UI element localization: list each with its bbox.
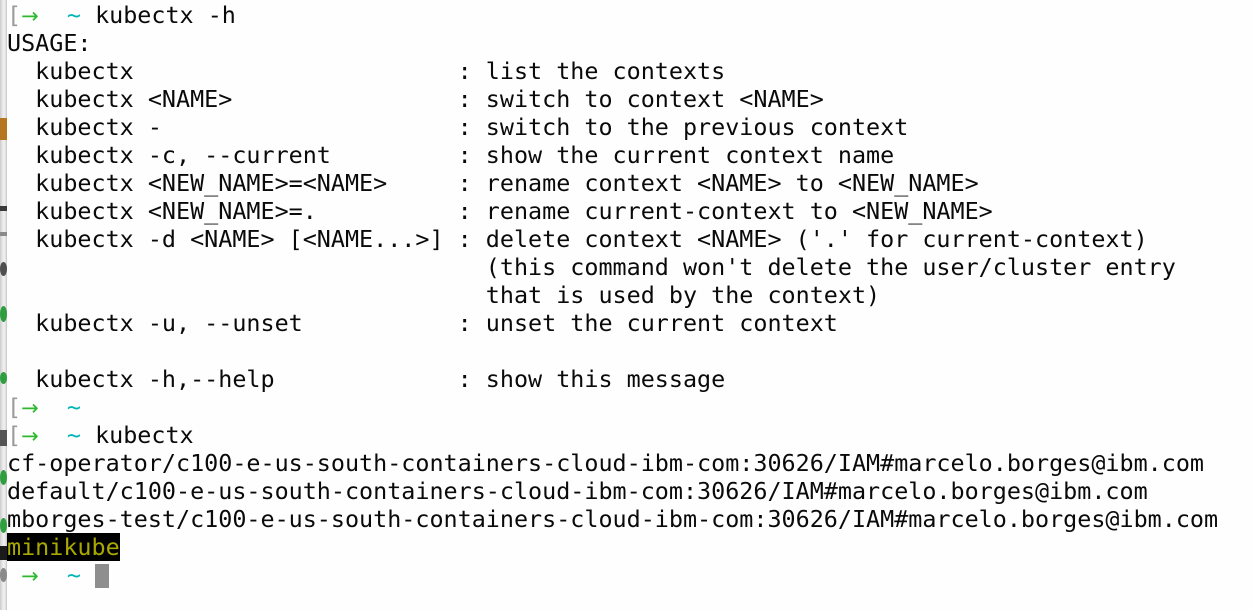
terminal-prompt-line: [→ ~ kubectx: [7, 421, 1252, 449]
prompt-cwd: ~: [66, 421, 81, 449]
prompt-arrow-icon: →: [21, 396, 39, 420]
terminal-output-text: mborges-test/c100-e-us-south-containers-…: [7, 505, 1219, 533]
background-window-sliver[interactable]: [0, 0, 7, 610]
terminal-prompt-line: [→ ~: [7, 393, 1252, 421]
terminal-output-text: USAGE:: [7, 29, 92, 57]
prompt-gap: [39, 421, 67, 449]
sliver-fragment: [0, 306, 7, 322]
prompt-gap: [39, 1, 67, 29]
terminal-output-line: that is used by the context): [7, 281, 1252, 309]
sliver-fragment: [0, 430, 7, 446]
terminal-output-text: cf-operator/c100-e-us-south-containers-c…: [7, 449, 1204, 477]
terminal-command-text: kubectx -h: [95, 1, 236, 29]
prompt-gap: [39, 561, 67, 589]
terminal-output-text: that is used by the context): [7, 281, 881, 309]
terminal-output-line: kubectx <NAME> : switch to context <NAME…: [7, 85, 1252, 113]
terminal-command-text: kubectx: [95, 421, 194, 449]
sliver-fragment: [0, 262, 7, 276]
prompt-gap: [81, 1, 95, 29]
terminal-output-line: mborges-test/c100-e-us-south-containers-…: [7, 505, 1252, 533]
terminal-output-line: kubectx -d <NAME> [<NAME...>] : delete c…: [7, 225, 1252, 253]
terminal-output-text: kubectx : list the contexts: [7, 57, 726, 85]
sliver-fragment: [0, 118, 7, 140]
terminal-output-line: minikube: [7, 533, 1252, 561]
prompt-cwd: ~: [66, 393, 81, 421]
current-context-highlight: minikube: [7, 533, 120, 561]
sliver-fragment: [0, 518, 7, 533]
terminal-output-line: kubectx - : switch to the previous conte…: [7, 113, 1252, 141]
terminal-output-text: kubectx <NEW_NAME>=. : rename current-co…: [7, 197, 993, 225]
terminal-output-line: kubectx : list the contexts: [7, 57, 1252, 85]
sliver-fragment: [0, 470, 7, 485]
prompt-cwd: ~: [66, 1, 81, 29]
prompt-gap: [39, 393, 67, 421]
prompt-indent: [7, 561, 21, 589]
terminal-prompt-line: → ~: [7, 561, 1252, 589]
terminal-output-line: kubectx -c, --current : show the current…: [7, 141, 1252, 169]
terminal-output-line: cf-operator/c100-e-us-south-containers-c…: [7, 449, 1252, 477]
prompt-cwd: ~: [66, 561, 81, 589]
terminal-output-text: kubectx -c, --current : show the current…: [7, 141, 895, 169]
terminal-output-text: kubectx - : switch to the previous conte…: [7, 113, 909, 141]
sliver-fragment: [0, 206, 7, 211]
terminal-output-text: (this command won't delete the user/clus…: [7, 253, 1176, 281]
terminal-output-text: default/c100-e-us-south-containers-cloud…: [7, 477, 1148, 505]
sliver-fragment: [0, 546, 7, 560]
terminal-output-text: kubectx -u, --unset : unset the current …: [7, 309, 838, 337]
terminal-output-line: kubectx <NEW_NAME>=<NAME> : rename conte…: [7, 169, 1252, 197]
terminal-output-line: kubectx -u, --unset : unset the current …: [7, 309, 1252, 337]
prompt-bracket: [: [7, 393, 22, 421]
prompt-bracket: [: [7, 1, 22, 29]
terminal-output-line: USAGE:: [7, 29, 1252, 57]
terminal-blank-line: [7, 337, 1252, 365]
prompt-arrow-icon: →: [21, 4, 39, 28]
prompt-bracket: [: [7, 421, 22, 449]
terminal-output-text: kubectx -d <NAME> [<NAME...>] : delete c…: [7, 225, 1148, 253]
prompt-arrow-icon: →: [21, 424, 39, 448]
terminal-prompt-line: [→ ~ kubectx -h: [7, 1, 1252, 29]
sliver-fragment: [0, 232, 7, 236]
terminal-output-text: kubectx <NEW_NAME>=<NAME> : rename conte…: [7, 169, 979, 197]
prompt-gap: [81, 561, 95, 589]
terminal-output-line: kubectx <NEW_NAME>=. : rename current-co…: [7, 197, 1252, 225]
terminal-output-line: kubectx -h,--help : show this message: [7, 365, 1252, 393]
text-cursor[interactable]: [95, 564, 110, 588]
terminal-output-text: kubectx -h,--help : show this message: [7, 365, 726, 393]
prompt-gap: [81, 421, 95, 449]
prompt-arrow-icon: →: [21, 564, 39, 588]
terminal-output-line: default/c100-e-us-south-containers-cloud…: [7, 477, 1252, 505]
sliver-fragment: [0, 568, 7, 582]
terminal-output-line: (this command won't delete the user/clus…: [7, 253, 1252, 281]
sliver-fragment: [0, 372, 7, 384]
terminal-output-text: kubectx <NAME> : switch to context <NAME…: [7, 85, 824, 113]
